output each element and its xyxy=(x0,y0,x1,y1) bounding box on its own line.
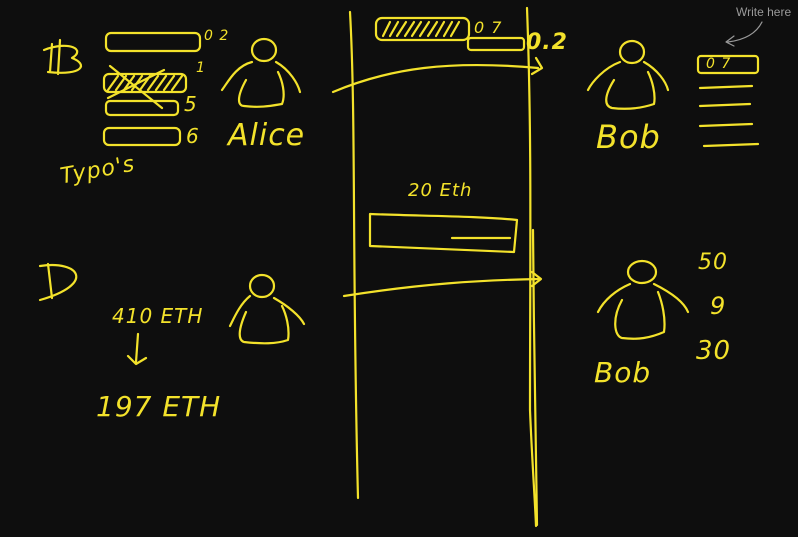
center-right-line-lower xyxy=(531,228,539,527)
bob-bottom-figure xyxy=(596,259,690,340)
bob-top-figure xyxy=(586,39,670,110)
num-5: 5 xyxy=(184,92,198,116)
arrow-middle xyxy=(342,277,542,298)
eth-410-label: 410 ETH xyxy=(112,304,204,328)
num-02-right: 0.2 xyxy=(526,30,568,55)
eth-20-label: 20 Eth xyxy=(408,180,473,201)
num-30: 30 xyxy=(696,336,732,366)
top-box-digits: 0 7 xyxy=(474,18,503,37)
write-here-hint[interactable]: Write here xyxy=(736,5,792,19)
bob-top-box xyxy=(696,54,760,75)
top-small-box xyxy=(466,36,526,52)
bar-4 xyxy=(102,126,182,147)
num-50: 50 xyxy=(698,250,728,275)
bitcoin-symbol xyxy=(42,38,82,76)
eth-197-label: 197 ETH xyxy=(96,390,222,423)
num-9: 9 xyxy=(710,292,727,320)
bar-3 xyxy=(104,99,180,117)
down-arrow xyxy=(126,332,148,366)
arrow-top xyxy=(331,63,540,94)
alice-figure xyxy=(220,37,302,108)
top-block-box xyxy=(374,16,471,42)
d-symbol xyxy=(38,262,78,302)
top-block-hatch xyxy=(381,20,461,38)
bob-line-4 xyxy=(702,142,760,148)
bob-top-label: Bob xyxy=(596,118,661,156)
center-left-line xyxy=(348,10,360,500)
middle-left-figure xyxy=(228,273,306,345)
hint-arrow xyxy=(725,21,763,47)
bar-2-hatch xyxy=(106,74,184,92)
bob-line-1 xyxy=(698,84,754,90)
bob-line-2 xyxy=(698,102,752,108)
middle-block-box xyxy=(368,212,519,254)
num-1: 1 xyxy=(196,60,206,76)
alice-label: Alice xyxy=(228,118,306,153)
bar-1 xyxy=(104,31,202,53)
bob-box-digits: 0 7 xyxy=(706,56,732,72)
num-6: 6 xyxy=(186,124,200,148)
bar-2 xyxy=(102,72,188,94)
center-right-line xyxy=(525,6,538,528)
bob-line-3 xyxy=(698,122,754,128)
num-02-left: 0 2 xyxy=(204,28,230,44)
bob-bottom-label: Bob xyxy=(594,356,652,389)
